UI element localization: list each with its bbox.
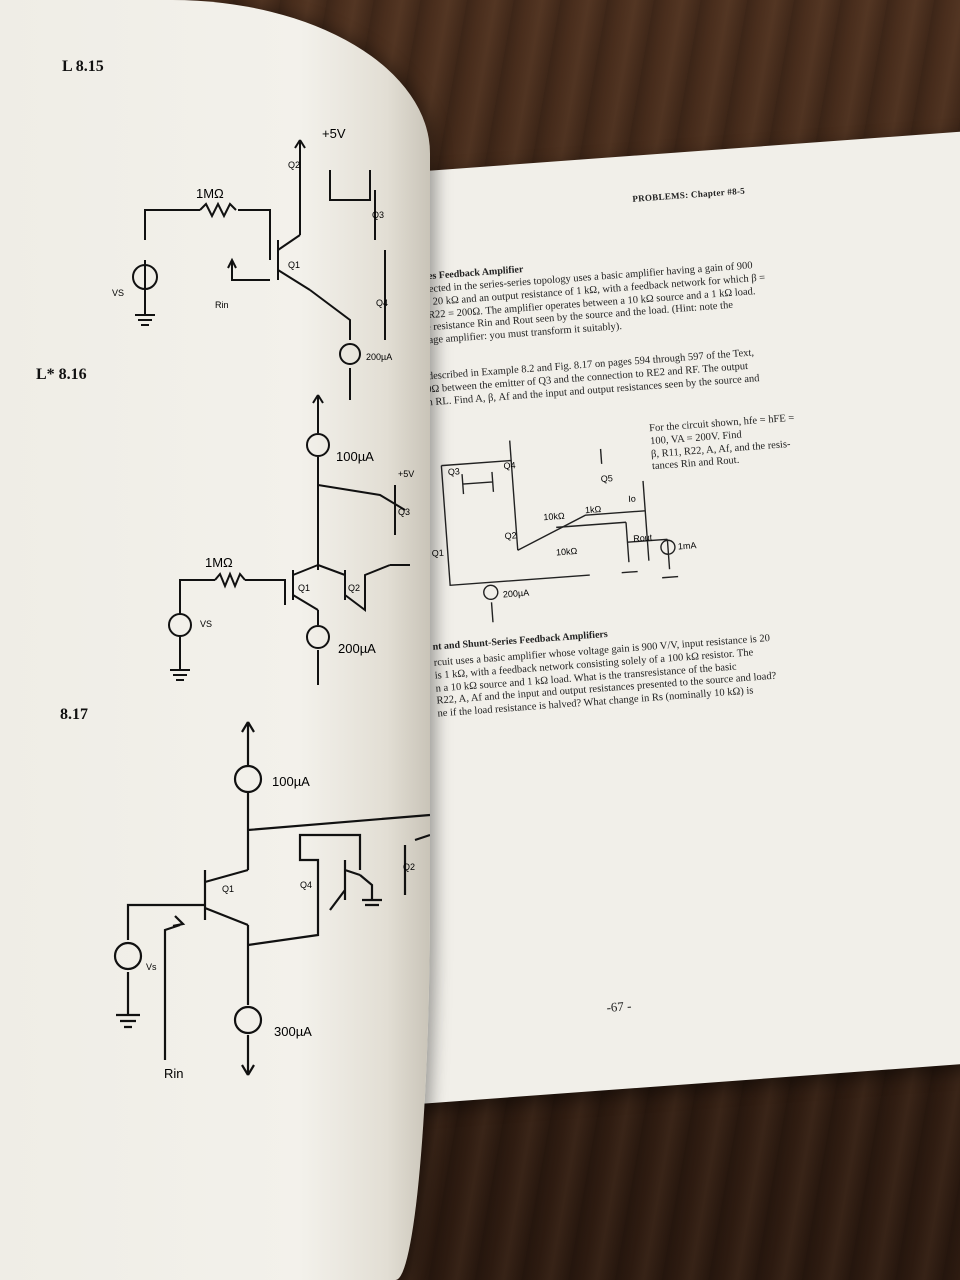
label-200ua: 200µA: [366, 352, 392, 362]
label-q4: Q4: [300, 880, 312, 890]
label-200ua: 200µA: [338, 641, 376, 656]
current-source-icon: [233, 1005, 263, 1035]
label-100ua: 100µA: [272, 774, 310, 789]
voltage-source-icon: [132, 264, 158, 290]
label-1mohm: 1MΩ: [196, 186, 224, 201]
label-q2: Q2: [403, 862, 415, 872]
label-r2: 1kΩ: [585, 504, 602, 515]
label-300ua: 300µA: [274, 1024, 312, 1039]
left-page: L 8.15 +5V 1MΩ VS Rin Q1 Q2 Q3 Q4 200µA: [0, 0, 430, 1280]
label-q5: Q5: [600, 473, 613, 484]
label-r1: 10kΩ: [543, 511, 565, 523]
problem-number-8-17: 8.17: [60, 706, 88, 723]
label-1mohm: 1MΩ: [205, 555, 233, 570]
label-5v: +5V: [398, 469, 414, 479]
circuit-8-16: 100µA 1MΩ VS Q1 Q2 Q3 200µA +5V: [168, 394, 414, 685]
right-page: PROBLEMS: Chapter #8-5 -Series Feedback …: [330, 130, 960, 1106]
page-header: PROBLEMS: Chapter #8-5: [631, 185, 746, 204]
problem-paragraph-2: on described in Example 8.2 and Fig. 8.1…: [414, 347, 760, 409]
label-r3: 10kΩ: [556, 546, 578, 558]
label-q2: Q2: [288, 160, 300, 170]
problem-number-8-16: L* 8.16: [36, 366, 87, 383]
circuit-8-15: +5V 1MΩ VS Rin Q1 Q2 Q3 Q4 200µA: [112, 126, 392, 400]
circuit-8-17: 100µA Q1 Q4 Q2 Vs Rin 300µA: [113, 721, 430, 1081]
label-q2: Q2: [504, 530, 517, 541]
label-q2: Q2: [348, 583, 360, 593]
current-source-icon: [233, 764, 263, 794]
label-1ma: 1mA: [678, 540, 697, 551]
label-q1: Q1: [298, 583, 310, 593]
label-q4: Q4: [376, 298, 388, 308]
label-rin: Rin: [164, 1066, 184, 1081]
label-vs: Vs: [146, 962, 157, 972]
current-source-icon: [306, 433, 330, 457]
voltage-source-icon: [113, 941, 143, 971]
label-200ua: 200µA: [503, 588, 530, 600]
label-q4: Q4: [503, 460, 516, 471]
label-q1: Q1: [222, 884, 234, 894]
current-source-icon: [339, 343, 361, 365]
feedback-circuit-diagram: Q3 Q4 Q5 Q2 Q1 10kΩ 1kΩ 10kΩ Rout 1mA Io…: [431, 440, 697, 623]
label-100ua: 100µA: [336, 449, 374, 464]
voltage-source-icon: [168, 613, 192, 637]
label-vs: VS: [112, 288, 124, 298]
label-q3: Q3: [372, 210, 384, 220]
label-io: Io: [628, 493, 636, 504]
label-5v: +5V: [322, 126, 346, 141]
label-vs: VS: [200, 619, 212, 629]
label-q3: Q3: [398, 507, 410, 517]
label-rout: Rout: [633, 532, 653, 543]
label-q1: Q1: [288, 260, 300, 270]
current-source-icon: [306, 625, 330, 649]
label-rin: Rin: [215, 300, 229, 310]
page-number: -67 -: [605, 998, 632, 1015]
label-q3: Q3: [447, 466, 460, 477]
problem-number-8-15: L 8.15: [62, 58, 104, 75]
label-q1: Q1: [431, 548, 444, 559]
